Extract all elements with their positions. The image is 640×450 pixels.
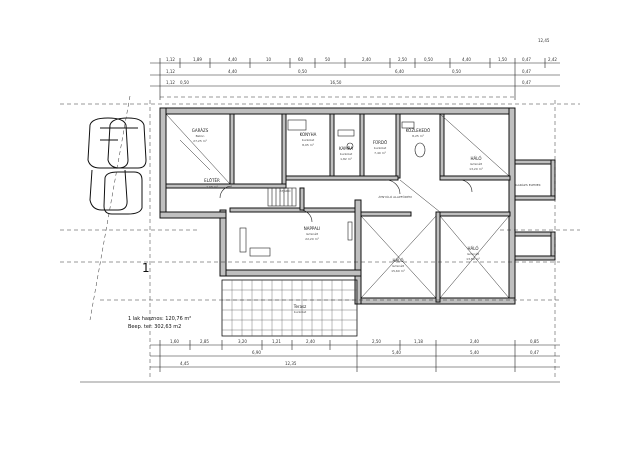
room-area-konyha: 8,05 m² <box>302 143 315 147</box>
dim-top-2-3: 6,40 <box>395 69 404 74</box>
dim-top-1-10: 1,50 <box>498 57 507 62</box>
dim-top-3-3: 0,47 <box>522 80 531 85</box>
dim-bot-2-0: 6,90 <box>252 350 261 355</box>
dim-bot-1-6: 1,18 <box>414 339 423 344</box>
dim-bot-1-1: 2,85 <box>200 339 209 344</box>
room-area-furdo: 7,40 m² <box>374 151 387 155</box>
room-name-garazs: GARÁZS <box>192 128 209 133</box>
dim-bot-3-1: 12,35 <box>285 361 297 366</box>
dim-top-3-0: 1,12 <box>166 80 175 85</box>
dim-top-1-4: 60 <box>298 57 304 62</box>
dim-top-1-7: 2,50 <box>398 57 407 62</box>
corner-label: 12,45 <box>538 38 550 43</box>
room-sub-kamra: burkolat <box>340 152 353 156</box>
dim-bot-1-5: 2,50 <box>372 339 381 344</box>
room-area-kozlekedo: 8,25 m² <box>412 134 425 138</box>
room-sub-garazs: Beton <box>196 134 205 138</box>
room-name-kamra: KAMRA <box>339 146 353 151</box>
dim-top-1-12: 2,42 <box>548 57 557 62</box>
top-dimension-chains: 1,12 1,89 4,40 10 60 50 2,40 2,50 0,50 4… <box>150 57 560 100</box>
bottom-dimension-chains: 1,60 2,85 3,20 1,21 2,40 2,50 1,18 2,40 … <box>80 339 560 383</box>
dim-top-1-9: 4,40 <box>462 57 471 62</box>
dim-top-2-5: 0,47 <box>522 69 531 74</box>
dim-bot-3-0: 4,45 <box>180 361 189 366</box>
room-sub-halo3: laminált <box>467 252 480 256</box>
dim-top-1-3: 10 <box>266 57 272 62</box>
dim-bot-1-0: 1,60 <box>170 339 179 344</box>
hip-lines <box>165 113 510 299</box>
room-sub-nappali: laminált <box>306 232 319 236</box>
room-area-halo1: 13,20 m² <box>469 167 483 171</box>
dim-top-2-4: 0,50 <box>452 69 461 74</box>
room-area-garazs: 27,25 m² <box>193 139 207 143</box>
room-area-halo2: 15,60 m² <box>391 269 405 273</box>
dim-top-1-1: 1,89 <box>193 57 202 62</box>
room-name-halo1: HÁLÓ <box>471 156 482 161</box>
axis-lines <box>60 95 580 380</box>
dim-bot-1-4: 2,40 <box>306 339 315 344</box>
dim-top-1-0: 1,12 <box>166 57 175 62</box>
room-area-eloter: 2,68 m² <box>206 185 219 189</box>
room-area-kamra: 1,82 m² <box>340 157 353 161</box>
room-name-konyha: KONYHA <box>300 132 317 137</box>
dim-top-1-11: 0,47 <box>522 57 531 62</box>
dim-top-2-2: 0,50 <box>298 69 307 74</box>
room-labels: GARÁZS Beton 27,25 m² KONYHA burkolat 8,… <box>192 128 542 314</box>
car-sketches <box>87 117 147 215</box>
room-name-halo3: HÁLÓ <box>468 246 479 251</box>
dim-top-2-1: 4,40 <box>228 69 237 74</box>
dim-bot-1-7: 2,40 <box>470 339 479 344</box>
room-name-furdo: FÜRDŐ <box>373 140 387 145</box>
dim-bot-2-3: 0,47 <box>530 350 539 355</box>
tag-door: ÁTJÁRÓ <box>280 188 292 193</box>
room-name-halo2: HÁLÓ <box>393 258 404 263</box>
room-sub-halo1: laminált <box>470 162 483 166</box>
room-sub-halo2: laminált <box>392 264 405 268</box>
dim-top-1-5: 50 <box>325 57 331 62</box>
dim-top-1-2: 4,40 <box>228 57 237 62</box>
summary-line-1: 1 lak hasznos: 120,76 m² <box>128 316 191 322</box>
room-sub-furdo: burkolat <box>374 146 387 150</box>
terrace-hatch <box>221 279 358 337</box>
summary-line-2: Beep. ter: 302,63 m2 <box>128 324 181 330</box>
dim-bot-2-1: 5,40 <box>392 350 401 355</box>
room-name-eloter: ELŐTÉR <box>204 178 220 183</box>
dim-top-1-6: 2,40 <box>362 57 371 62</box>
dim-top-3-2: 16,50 <box>330 80 342 85</box>
dim-bot-1-2: 3,20 <box>238 339 247 344</box>
building-walls <box>159 107 556 305</box>
room-name-kozlekedo: KÖZLEKEDŐ <box>406 128 430 133</box>
room-name-terasz: Terasz <box>293 304 307 309</box>
room-name-nappali: NAPPALI <box>304 226 320 231</box>
dim-top-1-8: 0,50 <box>424 57 433 62</box>
room-sub-terasz: burkolat <box>294 310 307 314</box>
room-area-nappali: 22,20 m² <box>305 237 319 241</box>
room-area-halo3: 13,80 m² <box>466 257 480 261</box>
dim-bot-1-3: 1,21 <box>272 339 281 344</box>
dim-bot-2-2: 5,40 <box>470 350 479 355</box>
dim-bot-1-8: 0,85 <box>530 339 539 344</box>
dim-top-2-0: 1,12 <box>166 69 175 74</box>
room-sub-konyha: burkolat <box>302 138 315 142</box>
tag-first-floor: ÁTNYÚLÓ ALAPFÖDÉM <box>378 194 412 199</box>
tag-small: GARÁZS ELEMEK <box>515 182 541 187</box>
grid-marker: 1 <box>142 261 150 275</box>
fixtures <box>219 119 473 257</box>
dim-top-3-1: 0,50 <box>180 80 189 85</box>
